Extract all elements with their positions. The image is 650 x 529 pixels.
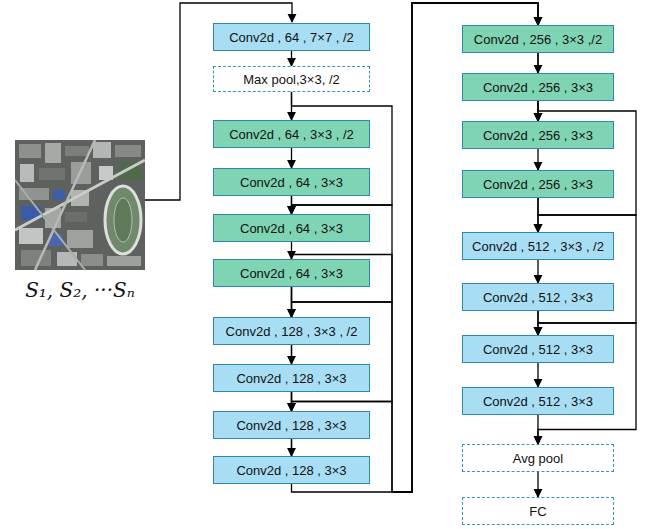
layer-label: Conv2d , 512 , 3×3 [483, 290, 593, 305]
layer-label: Conv2d , 64 , 7×7 , /2 [229, 30, 354, 45]
layer-label: Conv2d , 128 , 3×3 [236, 463, 346, 478]
flow-arrow [291, 51, 292, 66]
layer-label: Conv2d , 256 , 3×3 [483, 128, 593, 143]
conv-layer-box: Conv2d , 128 , 3×3 [213, 411, 370, 439]
conv-layer-box: Conv2d , 512 , 3×3 [462, 387, 614, 415]
layer-label: Conv2d , 64 , 3×3 [240, 266, 343, 281]
conv-layer-box: Conv2d , 128 , 3×3 [213, 364, 370, 392]
conv-layer-box: Conv2d , 64 , 3×3 , /2 [213, 120, 370, 148]
flow-arrow [537, 260, 538, 283]
layer-label: Conv2d , 256 , 3×3 ,/2 [474, 32, 602, 47]
layer-label: Max pool,3×3, /2 [243, 72, 339, 87]
layer-label: Conv2d , 64 , 3×3 , /2 [229, 127, 354, 142]
layer-label: Conv2d , 64 , 3×3 [240, 221, 343, 236]
conv-layer-box: Conv2d , 64 , 7×7 , /2 [213, 23, 370, 51]
conv-layer-box: Conv2d , 256 , 3×3 [462, 73, 614, 101]
layer-label: Conv2d , 64 , 3×3 [240, 175, 343, 190]
flow-arrow [537, 149, 538, 170]
conv-layer-box: Conv2d , 64 , 3×3 [213, 168, 370, 196]
flow-arrow [537, 363, 538, 387]
conv-layer-box: Conv2d , 512 , 3×3 , /2 [462, 232, 614, 260]
layer-label: Conv2d , 256 , 3×3 [483, 80, 593, 95]
input-series-label: S₁, S₂, ···Sₙ [25, 278, 135, 302]
flow-arrow [537, 472, 538, 497]
conv-layer-box: Conv2d , 64 , 3×3 [213, 259, 370, 287]
conv-layer-box: Conv2d , 256 , 3×3 [462, 170, 614, 198]
layer-label: Conv2d , 512 , 3×3 [483, 394, 593, 409]
layer-label: Conv2d , 512 , 3×3 [483, 342, 593, 357]
skip-connection [292, 287, 393, 411]
conv-layer-box: Conv2d , 512 , 3×3 [462, 283, 614, 311]
layer-label: Conv2d , 256 , 3×3 [483, 177, 593, 192]
layer-label: Conv2d , 128 , 3×3 [236, 418, 346, 433]
conv-layer-box: Conv2d , 256 , 3×3 [462, 121, 614, 149]
conv-layer-box: Conv2d , 128 , 3×3 , /2 [213, 317, 370, 345]
layer-label: FC [529, 504, 546, 519]
layer-label: Conv2d , 512 , 3×3 , /2 [472, 239, 604, 254]
pool-fc-box: Avg pool [462, 444, 614, 472]
conv-layer-box: Conv2d , 128 , 3×3 [213, 456, 370, 484]
conv-layer-box: Conv2d , 64 , 3×3 [213, 214, 370, 242]
pool-fc-box: Max pool,3×3, /2 [213, 66, 370, 92]
skip-connection [538, 311, 636, 444]
pool-fc-box: FC [462, 497, 614, 525]
layer-label: Conv2d , 128 , 3×3 [236, 371, 346, 386]
layer-label: Avg pool [513, 451, 563, 466]
aerial-image [15, 140, 145, 270]
conv-layer-box: Conv2d , 256 , 3×3 ,/2 [462, 25, 614, 53]
conv-layer-box: Conv2d , 512 , 3×3 [462, 335, 614, 363]
layer-label: Conv2d , 128 , 3×3 , /2 [226, 324, 358, 339]
flow-arrow [291, 148, 292, 168]
skip-connection [538, 198, 636, 335]
